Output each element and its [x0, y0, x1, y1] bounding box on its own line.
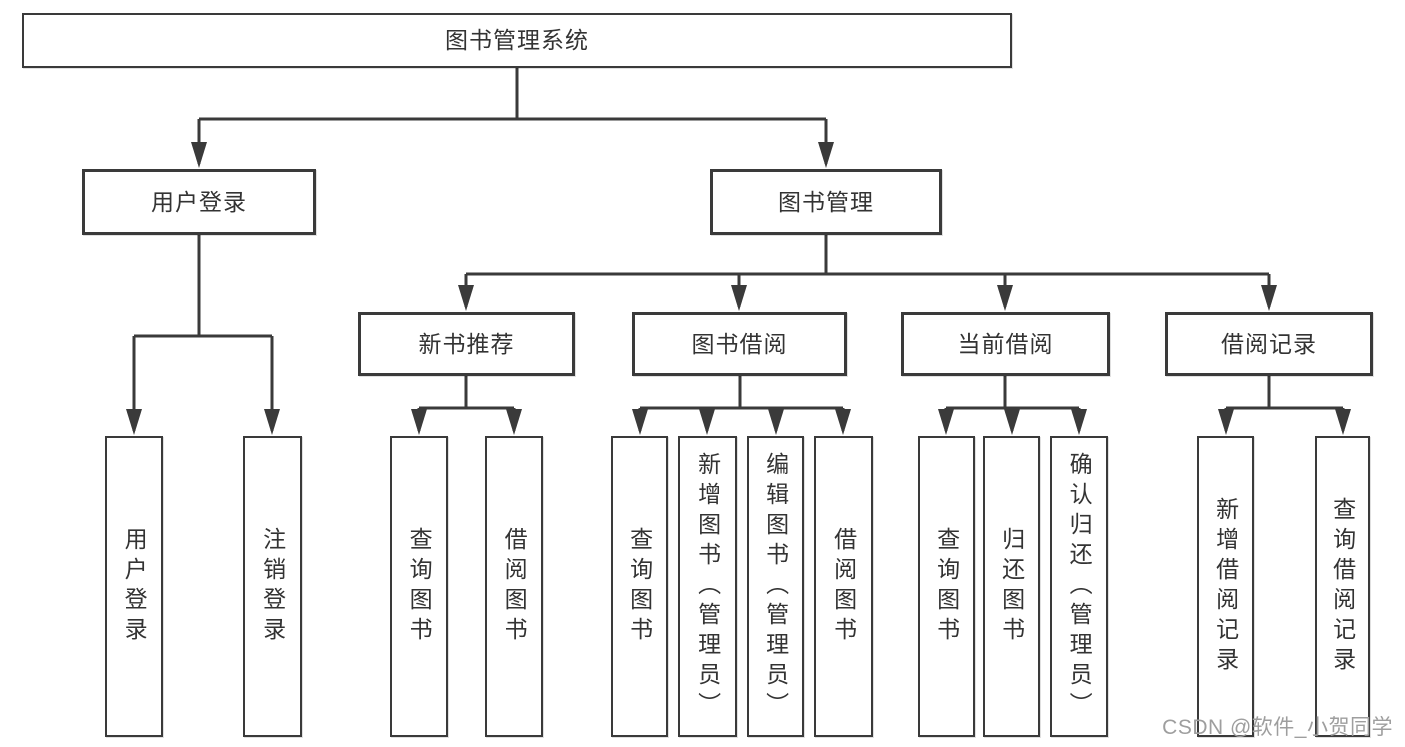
node-new-book-recommend-label: 新书推荐 — [418, 330, 515, 357]
leaf-records-add-record: 新增借阅记录 — [1197, 436, 1254, 737]
leaf-current-confirm-return-admin: 确认归还（管理员） — [1050, 436, 1108, 737]
watermark: CSDN @软件_小贺同学 — [1162, 716, 1393, 739]
node-book-management-label: 图书管理 — [778, 188, 874, 215]
connector-paths — [132, 68, 1345, 431]
leaf-user-login: 用户登录 — [105, 436, 163, 737]
leaf-newbook-query-book: 查询图书 — [390, 436, 448, 737]
leaf-logout-label: 注销登录 — [259, 526, 286, 647]
node-borrow-records-label: 借阅记录 — [1221, 330, 1317, 357]
leaf-borrow-borrow-book: 借阅图书 — [814, 436, 873, 737]
leaf-user-login-label: 用户登录 — [121, 526, 148, 647]
leaf-current-return-book-label: 归还图书 — [998, 526, 1025, 647]
leaf-borrow-borrow-book-label: 借阅图书 — [830, 526, 857, 647]
leaf-newbook-query-book-label: 查询图书 — [406, 526, 433, 647]
node-book-borrow-label: 图书借阅 — [691, 330, 788, 357]
leaf-records-query-record: 查询借阅记录 — [1315, 436, 1370, 737]
leaf-borrow-query-book: 查询图书 — [611, 436, 668, 737]
leaf-logout: 注销登录 — [243, 436, 302, 737]
leaf-borrow-query-book-label: 查询图书 — [626, 526, 653, 647]
node-book-management: 图书管理 — [710, 169, 942, 235]
node-current-borrow: 当前借阅 — [901, 312, 1110, 376]
node-current-borrow-label: 当前借阅 — [957, 330, 1054, 357]
leaf-current-query-book: 查询图书 — [918, 436, 975, 737]
node-new-book-recommend: 新书推荐 — [358, 312, 575, 376]
leaf-borrow-add-book-admin-label: 新增图书（管理员） — [694, 451, 721, 722]
leaf-borrow-add-book-admin: 新增图书（管理员） — [678, 436, 737, 737]
leaf-records-query-record-label: 查询借阅记录 — [1329, 496, 1356, 677]
node-user-login-label: 用户登录 — [151, 188, 247, 215]
leaf-newbook-borrow-book: 借阅图书 — [485, 436, 543, 737]
leaf-borrow-edit-book-admin-label: 编辑图书（管理员） — [762, 451, 789, 722]
leaf-current-query-book-label: 查询图书 — [933, 526, 960, 647]
leaf-records-add-record-label: 新增借阅记录 — [1212, 496, 1239, 677]
node-user-login: 用户登录 — [82, 169, 316, 235]
arrowheads — [126, 142, 1351, 435]
node-book-borrow: 图书借阅 — [632, 312, 847, 376]
node-root-system-label: 图书管理系统 — [445, 27, 589, 53]
leaf-current-return-book: 归还图书 — [983, 436, 1040, 737]
node-borrow-records: 借阅记录 — [1165, 312, 1373, 376]
leaf-current-confirm-return-admin-label: 确认归还（管理员） — [1066, 451, 1093, 722]
leaf-newbook-borrow-book-label: 借阅图书 — [501, 526, 528, 647]
leaf-borrow-edit-book-admin: 编辑图书（管理员） — [747, 436, 804, 737]
node-root-system: 图书管理系统 — [22, 13, 1012, 68]
